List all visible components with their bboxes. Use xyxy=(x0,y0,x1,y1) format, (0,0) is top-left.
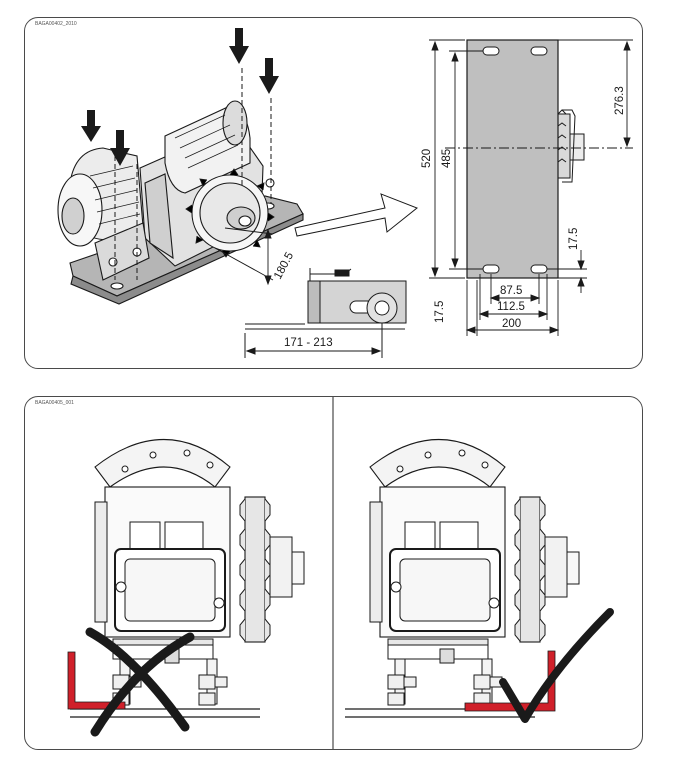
baseplate-drawing: 520 485 276.3 17.5 17.5 87.5 112.5 200 xyxy=(421,39,633,336)
dim-pinion-offset: 276.3 xyxy=(614,86,626,115)
installation-dimensions-panel: BAGA00402_2010 xyxy=(24,17,643,369)
check-icon xyxy=(499,608,614,723)
dim-height-holes: 485 xyxy=(441,149,453,168)
figure-code: BAGA00405_001 xyxy=(35,400,74,406)
dim-width-mid: 112.5 xyxy=(497,301,525,313)
dim-width-total: 200 xyxy=(502,318,521,330)
dim-side-offset: 17.5 xyxy=(568,228,580,250)
incorrect-mounting xyxy=(67,438,305,718)
rack-detail xyxy=(244,268,407,358)
dim-width-inner: 87.5 xyxy=(500,285,522,297)
fixing-arrows xyxy=(81,28,279,166)
correct-mounting xyxy=(344,438,580,718)
cross-icon xyxy=(85,627,195,737)
direction-arrow xyxy=(294,193,418,237)
installation-diagram: 180.5 171 - 213 xyxy=(57,28,633,358)
dim-rack-range: 171 - 213 xyxy=(284,337,333,349)
gearmotor-illustration xyxy=(57,100,304,305)
dim-height-total: 520 xyxy=(421,149,433,168)
red-bracket xyxy=(464,650,556,712)
mounting-comparison-panel: BAGA00405_001 xyxy=(24,396,643,750)
dim-bottom-offset: 17.5 xyxy=(434,301,446,323)
dim-rack-height: 180.5 xyxy=(272,250,296,281)
mounting-comparison xyxy=(67,397,614,749)
figure-code: BAGA00402_2010 xyxy=(35,21,77,27)
